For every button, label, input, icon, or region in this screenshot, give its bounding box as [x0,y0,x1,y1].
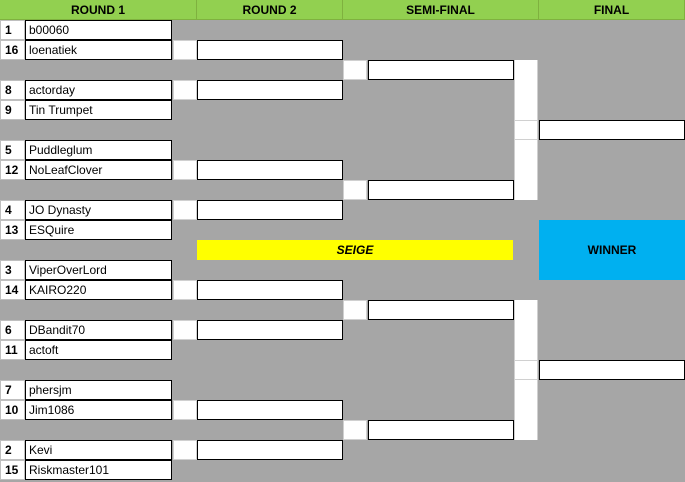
bracket-connector [173,440,197,460]
round-2-slot[interactable] [197,440,343,460]
seed-number: 2 [0,440,25,460]
round-2-slot[interactable] [197,160,343,180]
bracket-connector [173,160,197,180]
seed-number: 12 [0,160,25,180]
bracket-connector [173,320,197,340]
winner-box: WINNER [539,220,685,280]
round-2-slot[interactable] [197,80,343,100]
seed-number: 1 [0,20,25,40]
player-name-field[interactable]: actoft [25,340,172,360]
bracket-connector [173,200,197,220]
bracket-connector [514,360,538,380]
bracket-connector [343,60,367,80]
semi-final-slot[interactable] [368,180,514,200]
header-round-2: ROUND 2 [197,0,343,20]
seige-banner: SEIGE [197,240,513,260]
seed-number: 11 [0,340,25,360]
player-name-field[interactable]: DBandit70 [25,320,172,340]
bracket-connector [343,180,367,200]
player-name-field[interactable]: b00060 [25,20,172,40]
header-semi-final: SEMI-FINAL [343,0,539,20]
seed-number: 5 [0,140,25,160]
bracket-connector [514,120,538,140]
bracket-connector [343,420,367,440]
semi-final-slot[interactable] [368,300,514,320]
semi-final-slot[interactable] [368,60,514,80]
seed-number: 9 [0,100,25,120]
seed-number: 3 [0,260,25,280]
final-slot[interactable] [539,120,685,140]
player-name-field[interactable]: KAIRO220 [25,280,172,300]
seed-number: 13 [0,220,25,240]
round-2-slot[interactable] [197,320,343,340]
bracket-connector [173,280,197,300]
header-final: FINAL [539,0,685,20]
seed-number: 6 [0,320,25,340]
bracket-connector [343,300,367,320]
player-name-field[interactable]: actorday [25,80,172,100]
round-2-slot[interactable] [197,400,343,420]
bracket-connector [173,40,197,60]
player-name-field[interactable]: NoLeafClover [25,160,172,180]
player-name-field[interactable]: Tin Trumpet [25,100,172,120]
player-name-field[interactable]: Kevi [25,440,172,460]
player-name-field[interactable]: Riskmaster101 [25,460,172,480]
seed-number: 7 [0,380,25,400]
player-name-field[interactable]: Jim1086 [25,400,172,420]
player-name-field[interactable]: JO Dynasty [25,200,172,220]
player-name-field[interactable]: ESQuire [25,220,172,240]
player-name-field[interactable]: ViperOverLord [25,260,172,280]
semi-final-slot[interactable] [368,420,514,440]
round-2-slot[interactable] [197,280,343,300]
seed-number: 8 [0,80,25,100]
seed-number: 14 [0,280,25,300]
seed-number: 16 [0,40,25,60]
seed-number: 10 [0,400,25,420]
seed-number: 4 [0,200,25,220]
round-2-slot[interactable] [197,200,343,220]
seed-number: 15 [0,460,25,480]
player-name-field[interactable]: phersjm [25,380,172,400]
player-name-field[interactable]: loenatiek [25,40,172,60]
player-name-field[interactable]: Puddleglum [25,140,172,160]
header-round-1: ROUND 1 [0,0,197,20]
bracket-connector [173,400,197,420]
final-slot[interactable] [539,360,685,380]
round-2-slot[interactable] [197,40,343,60]
bracket-connector [173,80,197,100]
